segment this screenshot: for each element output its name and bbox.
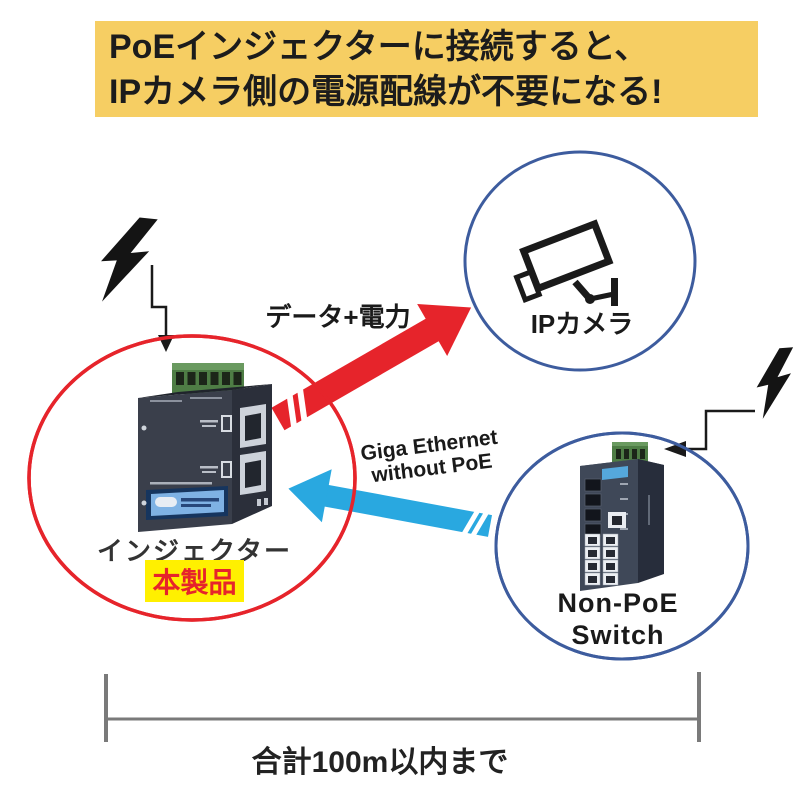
switch-circle-stroke bbox=[494, 431, 750, 661]
dimension-line bbox=[104, 672, 701, 742]
injector-circle-stroke bbox=[27, 334, 357, 622]
banner-line1: PoEインジェクターに接続すると、 bbox=[109, 28, 649, 66]
power-arrow bbox=[271, 304, 472, 442]
product-badge-text: 本製品 bbox=[145, 560, 244, 602]
switch-device-image bbox=[580, 442, 664, 591]
banner-line2: IPカメラ側の電源配線が不要になる! bbox=[109, 73, 663, 111]
lightning-connector-right bbox=[664, 409, 755, 457]
injector-device-image bbox=[138, 363, 272, 532]
product-badge: 本製品 bbox=[92, 560, 297, 602]
camera-icon bbox=[513, 219, 618, 306]
ethernet-arrow bbox=[288, 469, 497, 550]
dimension-label: 合計100m以内まで bbox=[251, 746, 509, 779]
camera-label: IPカメラ bbox=[530, 309, 634, 339]
switch-label: Non-PoE Switch bbox=[538, 587, 698, 651]
power-arrow-label: データ+電力 bbox=[265, 302, 411, 332]
switch-label-line2: Switch bbox=[571, 620, 665, 650]
lightning-icon-left bbox=[101, 217, 158, 302]
switch-label-line1: Non-PoE bbox=[557, 588, 679, 618]
lightning-icon-right bbox=[756, 347, 794, 419]
banner: PoEインジェクターに接続すると、 IPカメラ側の電源配線が不要になる! bbox=[95, 21, 758, 117]
